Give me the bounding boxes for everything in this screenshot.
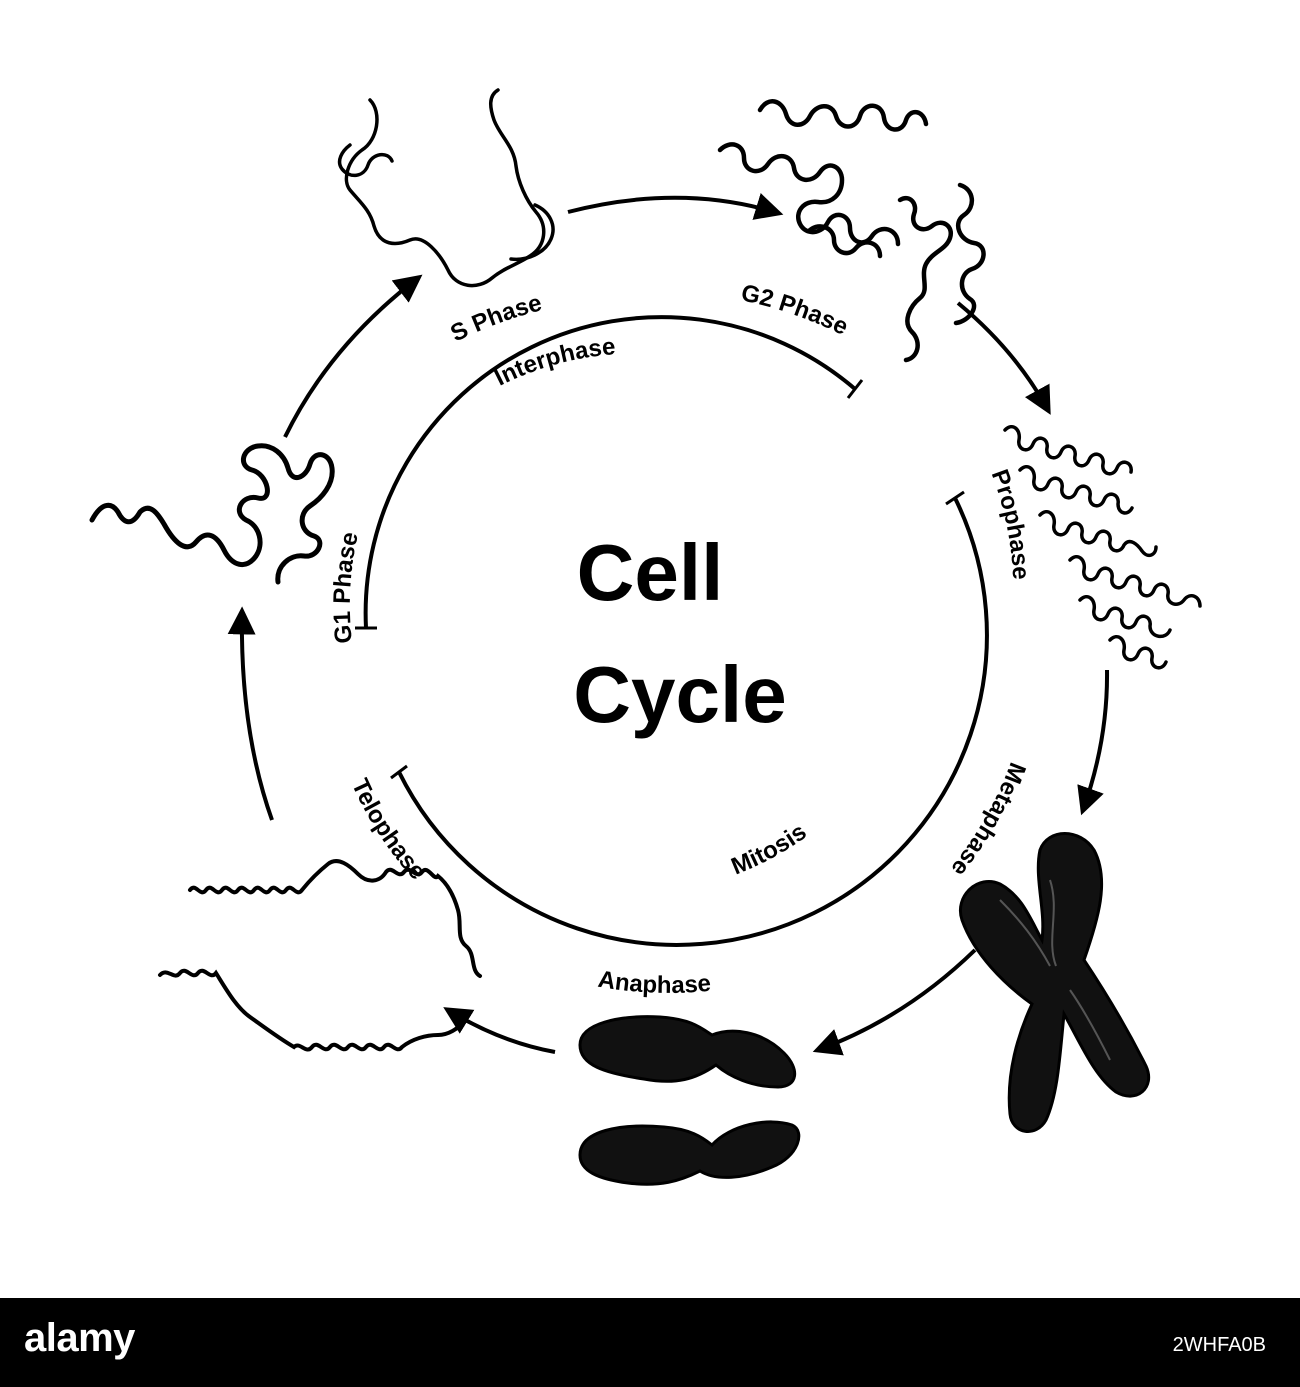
arrow-anaphase-to-telophase	[443, 1007, 556, 1054]
interphase-label: Interphase	[490, 333, 616, 391]
g1-chromatin-illustration	[89, 443, 335, 585]
s-chromatin-illustration	[337, 88, 555, 288]
arrow-telophase-to-g1	[227, 606, 274, 821]
prophase-chromatin-illustration	[1003, 425, 1202, 670]
anaphase-chromosomes-illustration	[578, 1015, 801, 1186]
inner-circle	[355, 315, 989, 947]
metaphase-chromosome-illustration	[959, 832, 1151, 1133]
metaphase-label: Metaphase	[946, 759, 1031, 882]
arrow-g2-to-prophase	[956, 301, 1051, 415]
mitosis-label: Mitosis	[727, 818, 811, 880]
footer-bar: alamy 2WHFA0B	[0, 1298, 1300, 1387]
footer-logo: alamy	[24, 1316, 135, 1360]
s-phase-label: S Phase	[446, 289, 544, 347]
footer-image-id: 2WHFA0B	[1172, 1334, 1266, 1356]
mitosis-bracket	[397, 497, 989, 947]
g2-chromatin-illustration	[717, 99, 986, 363]
telophase-chromatin-illustration	[158, 859, 482, 1052]
anaphase-label: Anaphase	[596, 966, 712, 999]
arrow-prophase-to-metaphase	[1077, 669, 1110, 816]
cycle-arrows	[227, 193, 1110, 1056]
arrow-metaphase-to-anaphase	[812, 948, 977, 1056]
arrow-g1-to-s	[283, 274, 423, 438]
cell-cycle-diagram: Cell Cycle Interphase Mitosis S Phase G2…	[89, 88, 1202, 1186]
title-line2: Cycle	[573, 650, 786, 739]
prophase-label: Prophase	[986, 466, 1035, 580]
arrow-s-to-g2	[567, 193, 784, 220]
title-line1: Cell	[577, 528, 724, 617]
interphase-bracket	[363, 315, 857, 629]
